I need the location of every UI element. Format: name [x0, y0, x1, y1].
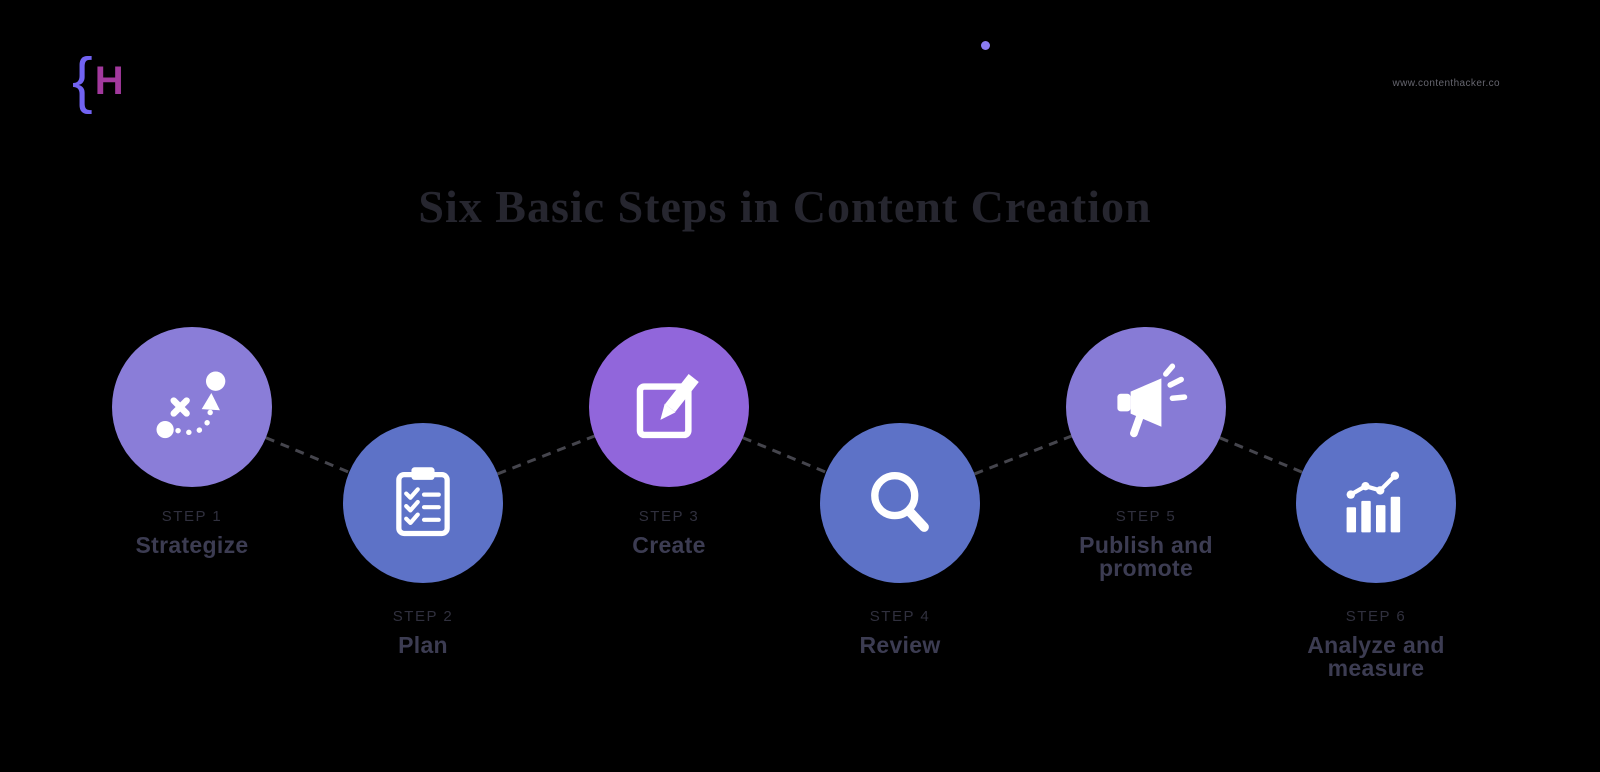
- step-label-block: STEP 1 Strategize: [82, 508, 302, 557]
- step-label-block: STEP 5 Publish and promote: [1036, 508, 1256, 580]
- clipboard-checklist-icon: [396, 467, 450, 537]
- step-circle: [589, 327, 749, 487]
- step-circle: [1296, 423, 1456, 583]
- step-name: Publish and promote: [1079, 532, 1213, 581]
- step-circle: [112, 327, 272, 487]
- step-number: STEP 5: [1115, 508, 1177, 525]
- brand-logo: { H: [72, 46, 124, 116]
- step-circle: [343, 423, 503, 583]
- step-name: Plan: [398, 632, 448, 658]
- step-number: STEP 2: [392, 608, 454, 625]
- website-url: www.contenthacker.co: [1392, 78, 1500, 89]
- step-number: STEP 4: [869, 608, 931, 625]
- bar-chart-icon: [1346, 471, 1401, 533]
- magnifier-icon: [871, 472, 929, 532]
- step-name: Review: [859, 632, 941, 658]
- strategy-icon: [156, 371, 226, 439]
- step-label-block: STEP 3 Create: [559, 508, 779, 557]
- step-label-block: STEP 2 Plan: [313, 608, 533, 657]
- step-label-block: STEP 4 Review: [790, 608, 1010, 657]
- step-circle: [1066, 327, 1226, 487]
- logo-brace: {: [72, 46, 93, 115]
- step-name: Strategize: [135, 532, 249, 558]
- step-name: Analyze and measure: [1307, 632, 1445, 681]
- edit-icon: [636, 373, 699, 439]
- step-number: STEP 6: [1345, 608, 1407, 625]
- accent-dot: [981, 41, 990, 50]
- step-name: Create: [632, 532, 706, 558]
- step-number: STEP 3: [638, 508, 700, 525]
- step-circle: [820, 423, 980, 583]
- page-title: Six Basic Steps in Content Creation: [418, 181, 1152, 232]
- step-label-block: STEP 6 Analyze and measure: [1266, 608, 1486, 680]
- step-number: STEP 1: [161, 508, 223, 525]
- megaphone-icon: [1117, 363, 1188, 438]
- logo-letter: H: [94, 59, 124, 103]
